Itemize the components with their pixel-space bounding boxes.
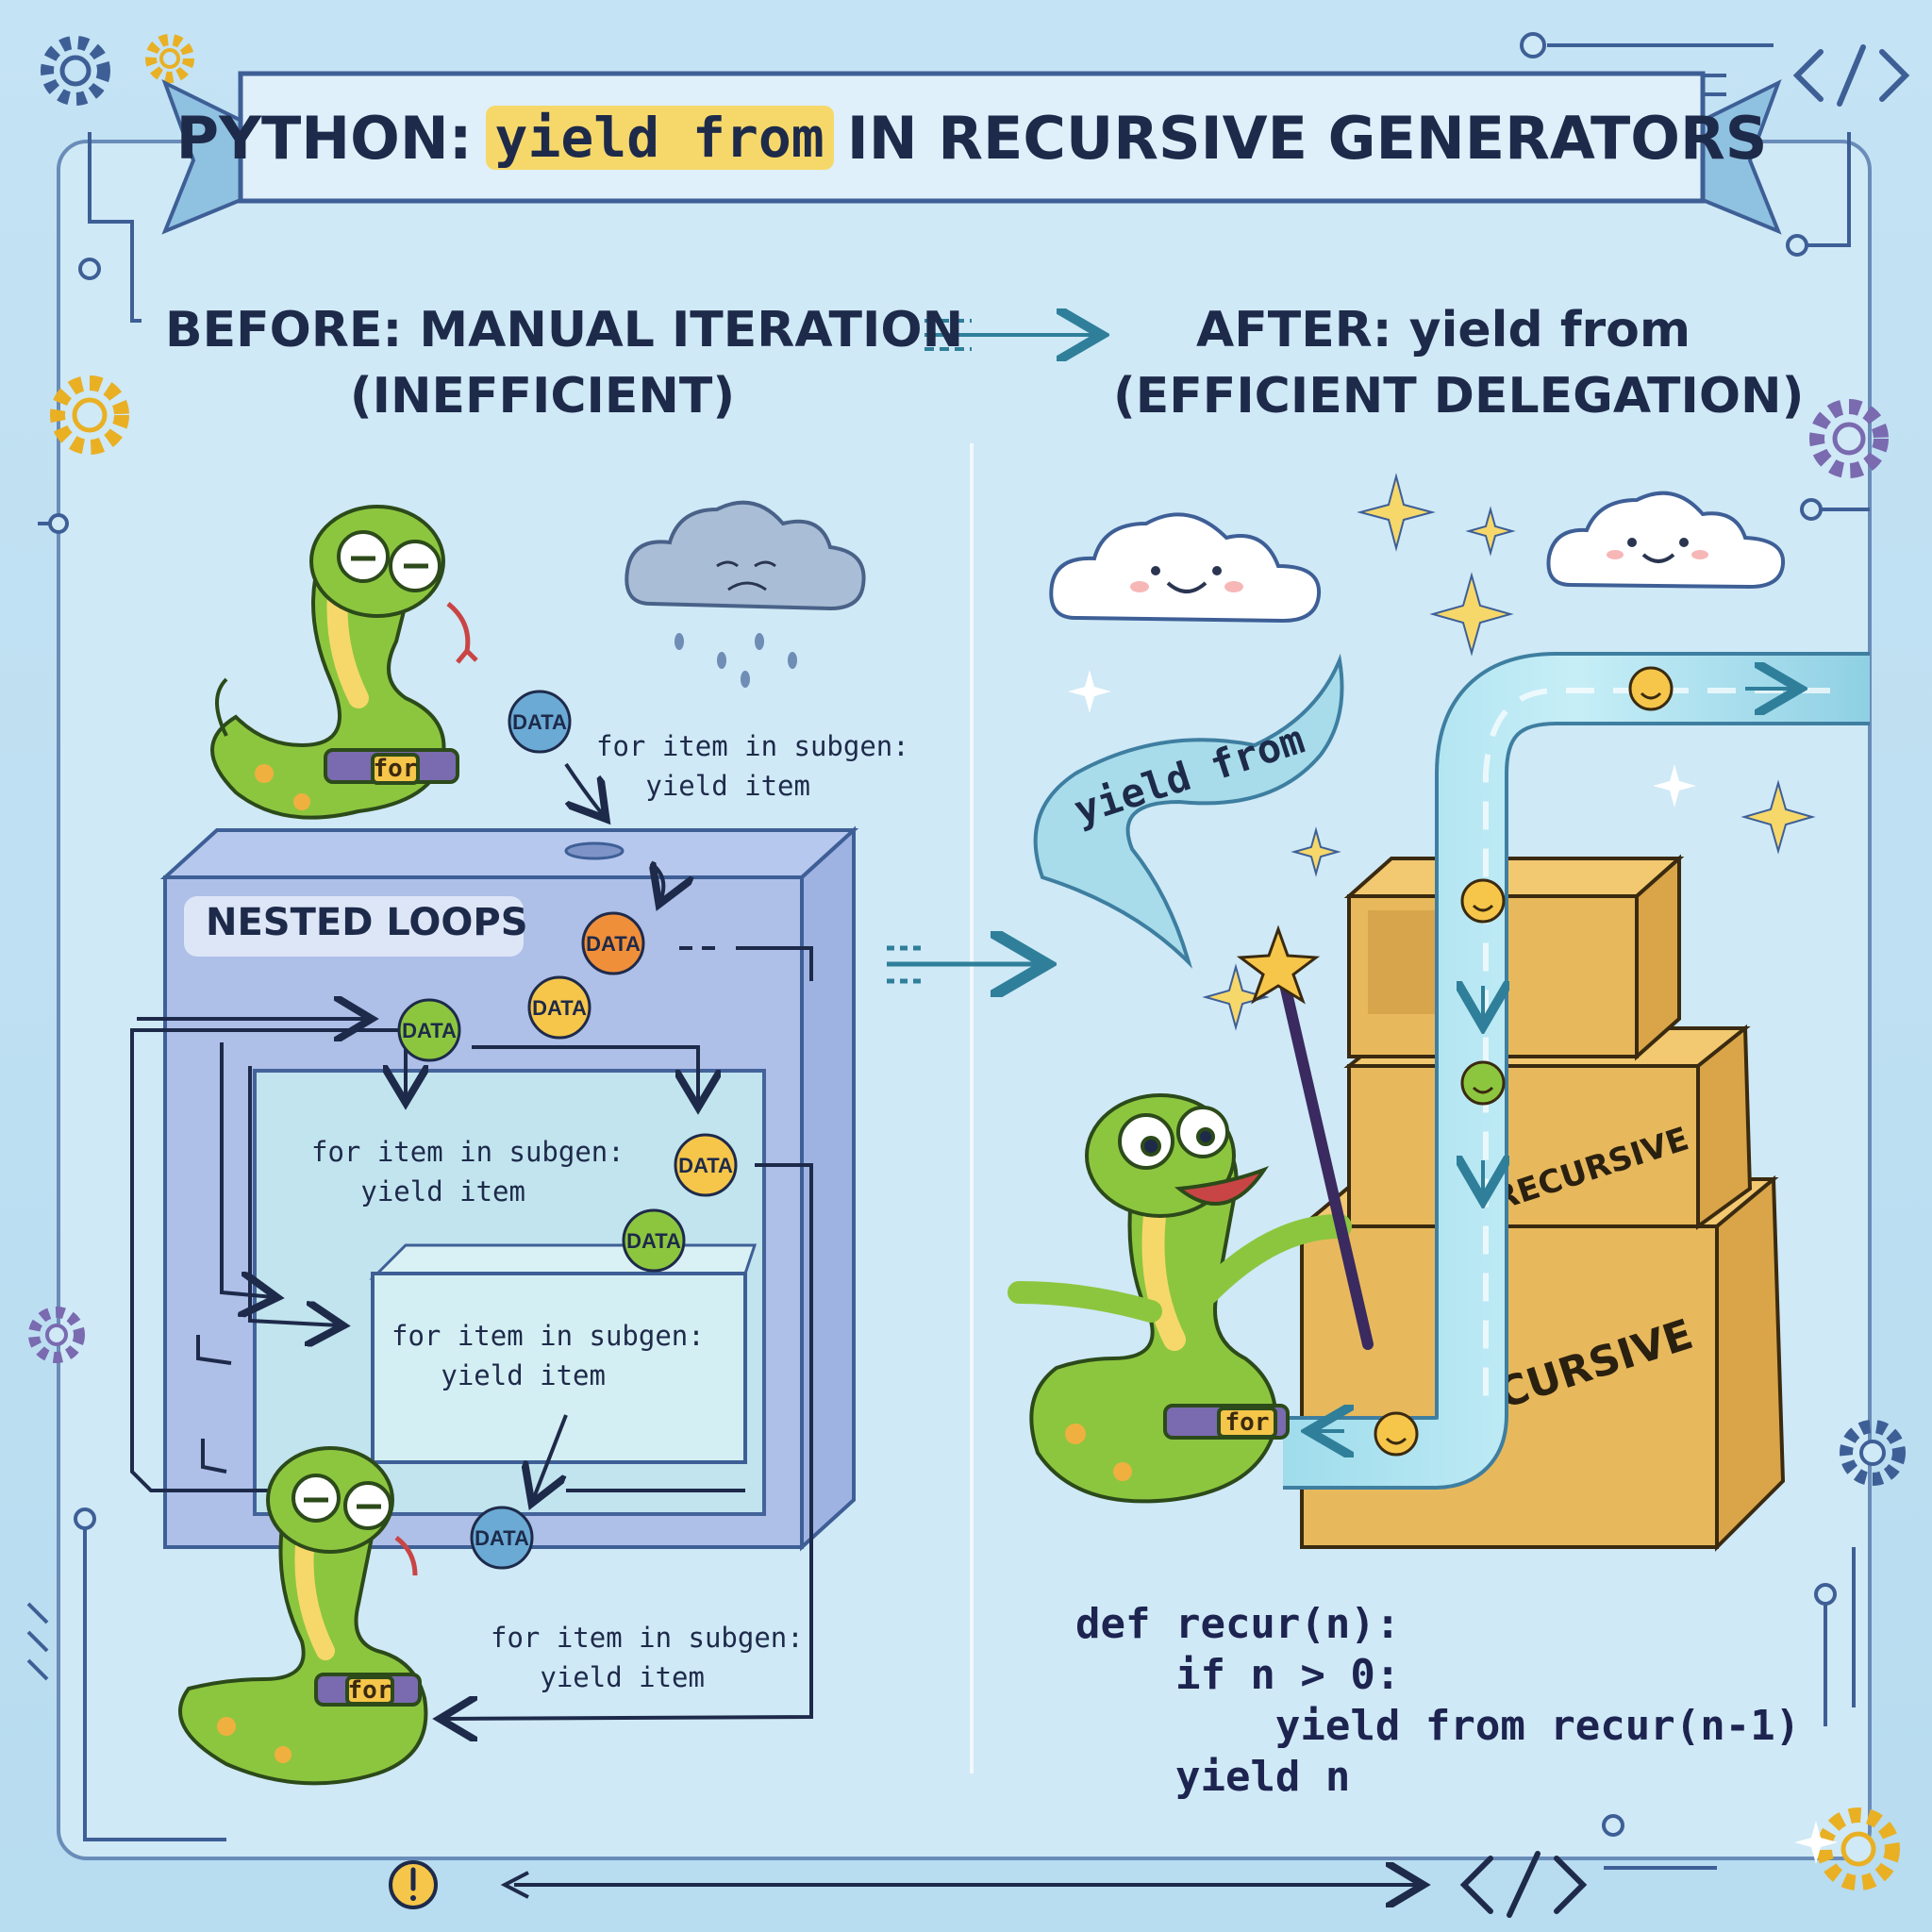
svg-text:for: for xyxy=(1225,1408,1270,1437)
svg-text:DATA: DATA xyxy=(532,996,587,1020)
mid-arrow xyxy=(887,948,1038,981)
title-highlight: yield from xyxy=(485,106,834,170)
circuit-lines xyxy=(26,32,1870,1870)
after-subheading: (EFFICIENT DELEGATION) xyxy=(1113,368,1805,425)
before-subheading: (INEFFICIENT) xyxy=(349,368,736,425)
magic-wand-icon xyxy=(1236,924,1374,1350)
svg-text:DATA: DATA xyxy=(678,1154,733,1177)
flow-arrows xyxy=(130,762,813,1719)
code-brackets-icon xyxy=(1792,44,1910,107)
svg-text:DATA: DATA xyxy=(475,1526,529,1550)
gear-icon xyxy=(41,36,110,106)
svg-text:DATA: DATA xyxy=(586,932,641,956)
happy-snake: for xyxy=(1008,1093,1352,1504)
data-token: DATA xyxy=(622,1208,686,1273)
gear-icon xyxy=(1809,399,1889,478)
svg-text:for: for xyxy=(348,1676,392,1705)
gear-icon xyxy=(28,1307,85,1363)
svg-text:for: for xyxy=(374,755,418,783)
recursive-code-block: def recur(n): if n > 0: yield from recur… xyxy=(1075,1600,1801,1801)
before-heading: BEFORE: MANUAL ITERATION (INEFFICIENT) xyxy=(165,297,963,429)
gear-icon xyxy=(1817,1807,1900,1890)
happy-cloud-icon xyxy=(1546,491,1786,590)
title-prefix: PYTHON: xyxy=(175,103,473,173)
svg-text:DATA: DATA xyxy=(626,1229,681,1253)
nested-loops-box xyxy=(159,825,859,1552)
delegation-pipe xyxy=(1283,652,1870,1490)
title-banner xyxy=(161,71,1782,235)
code-snippet-bottom: for item in subgen: yield item xyxy=(491,1622,804,1693)
data-token: DATA xyxy=(508,690,572,754)
before-heading-text: BEFORE: MANUAL ITERATION xyxy=(165,302,964,358)
code-snippet-inner: for item in subgen: yield item xyxy=(391,1320,705,1391)
code-snippet-top: for item in subgen: yield item xyxy=(596,730,909,802)
gear-icon xyxy=(50,375,129,455)
tired-snake-top: for xyxy=(210,505,478,820)
heading-arrow xyxy=(924,321,1094,349)
data-token: DATA xyxy=(674,1133,738,1197)
tired-snake-bottom: for xyxy=(178,1446,428,1786)
code-brackets-icon xyxy=(1459,1851,1588,1918)
sparkle-icon xyxy=(1068,670,1838,1864)
after-heading-text: AFTER: yield from xyxy=(1195,302,1690,358)
warning-icon xyxy=(389,1860,438,1909)
happy-cloud-icon xyxy=(1049,512,1322,624)
data-token: DATA xyxy=(527,975,591,1040)
yield-from-ribbon xyxy=(1033,653,1344,969)
svg-text:DATA: DATA xyxy=(402,1019,457,1042)
code-snippet-mid: for item in subgen: yield item xyxy=(311,1136,625,1208)
page-title: PYTHON: yield from IN RECURSIVE GENERATO… xyxy=(176,81,1768,194)
gear-icon xyxy=(1840,1420,1906,1486)
svg-text:DATA: DATA xyxy=(512,710,567,734)
data-token: DATA xyxy=(581,911,645,975)
nested-loops-label: NESTED LOOPS xyxy=(206,901,528,944)
after-heading: AFTER: yield from (EFFICIENT DELEGATION) xyxy=(1113,297,1805,429)
sparkle-icon xyxy=(1202,473,1816,1031)
sad-cloud-icon xyxy=(625,500,866,688)
gear-icon xyxy=(145,34,194,83)
title-suffix: IN RECURSIVE GENERATORS xyxy=(846,103,1768,173)
data-token: DATA xyxy=(470,1506,534,1570)
data-token: DATA xyxy=(397,998,461,1062)
